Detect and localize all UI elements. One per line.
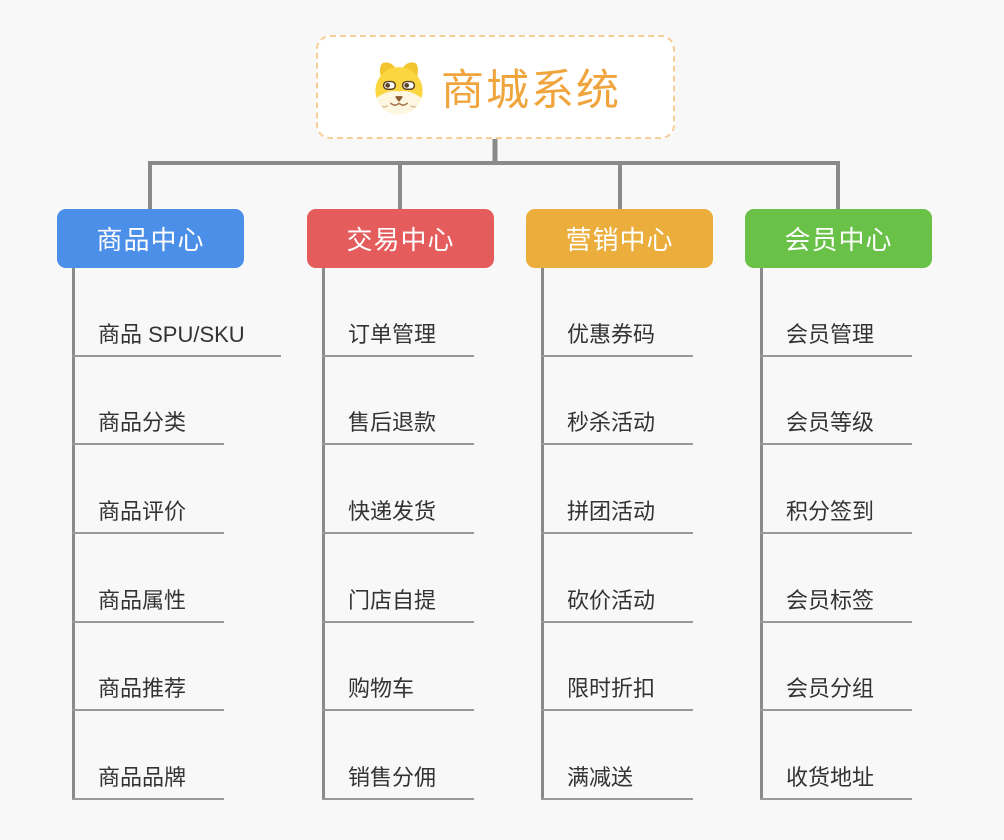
topic-item[interactable]: 快递发货 [322, 445, 474, 535]
topic-item[interactable]: 商品评价 [72, 445, 224, 535]
topic-item[interactable]: 售后退款 [322, 357, 474, 446]
topic-item[interactable]: 商品推荐 [72, 623, 224, 712]
branch-header-trade-center[interactable]: 交易中心 [307, 209, 494, 268]
topic-item[interactable]: 积分签到 [760, 445, 912, 535]
root-topic-title: 商城系统 [441, 67, 621, 115]
branch-product-center: 商品中心 商品 SPU/SKU 商品分类 商品评价 商品属性 商品推荐 商品品牌 [57, 209, 281, 801]
dog-face-icon [370, 58, 428, 116]
topic-item[interactable]: 砍价活动 [541, 534, 693, 623]
branch-header-product-center[interactable]: 商品中心 [57, 209, 244, 268]
branch-trade-center: 交易中心 订单管理 售后退款 快递发货 门店自提 购物车 销售分佣 [307, 209, 494, 801]
topic-item[interactable]: 会员管理 [760, 268, 912, 357]
topic-item[interactable]: 会员标签 [760, 534, 912, 623]
topic-item[interactable]: 优惠券码 [541, 268, 693, 357]
branch-marketing-center: 营销中心 优惠券码 秒杀活动 拼团活动 砍价活动 限时折扣 满减送 [526, 209, 713, 801]
topic-item[interactable]: 拼团活动 [541, 445, 693, 535]
topic-item[interactable]: 收货地址 [760, 711, 912, 801]
topic-item[interactable]: 商品属性 [72, 534, 224, 623]
root-topic[interactable]: 商城系统 [316, 35, 675, 139]
topic-item[interactable]: 销售分佣 [322, 711, 474, 801]
branch-header-member-center[interactable]: 会员中心 [745, 209, 932, 268]
branch-header-marketing-center[interactable]: 营销中心 [526, 209, 713, 268]
topic-item[interactable]: 商品品牌 [72, 711, 224, 801]
topic-item[interactable]: 商品分类 [72, 357, 224, 446]
topic-item[interactable]: 门店自提 [322, 534, 474, 623]
topic-item[interactable]: 满减送 [541, 711, 693, 801]
topic-item[interactable]: 会员等级 [760, 357, 912, 446]
topic-item[interactable]: 商品 SPU/SKU [72, 268, 281, 357]
topic-item[interactable]: 会员分组 [760, 623, 912, 712]
topic-item[interactable]: 购物车 [322, 623, 474, 712]
branch-member-center: 会员中心 会员管理 会员等级 积分签到 会员标签 会员分组 收货地址 [745, 209, 932, 801]
topic-item[interactable]: 秒杀活动 [541, 357, 693, 446]
topic-item[interactable]: 限时折扣 [541, 623, 693, 712]
topic-item[interactable]: 订单管理 [322, 268, 474, 357]
